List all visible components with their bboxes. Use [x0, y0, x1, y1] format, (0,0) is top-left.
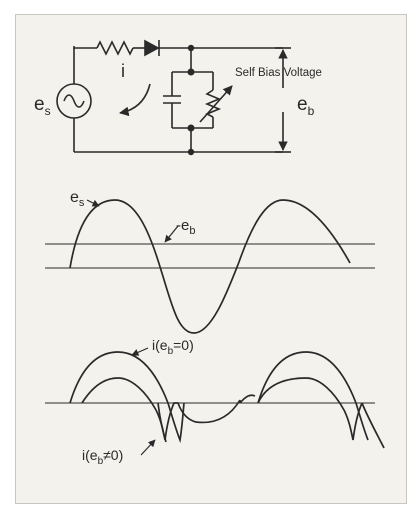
current-zero-bias-hump-1-dip — [157, 402, 167, 443]
source-sine-wave — [69, 199, 351, 334]
junction-dot-bottom-rail — [187, 124, 195, 132]
zero-bias-label-pointer — [131, 347, 149, 356]
junction-dot-top-rail — [187, 68, 195, 76]
ac-source-sine — [63, 94, 85, 108]
nonzero-bias-current-label: i(eb≠0) — [82, 447, 123, 467]
waveform-bias-label: -eb — [176, 217, 195, 237]
bias-voltage-label: eb — [297, 94, 315, 118]
series-resistor — [96, 40, 134, 56]
self-bias-label: Self Bias Voltage — [235, 67, 322, 79]
ac-source — [56, 83, 92, 119]
wire-top-left — [73, 46, 97, 49]
bias-label-pointer — [164, 225, 179, 243]
current-label: i — [121, 61, 125, 81]
junction-dot-bottom-wire — [187, 148, 195, 156]
current-loop-arrow — [119, 83, 151, 117]
current-waveform-panel — [45, 347, 385, 456]
source-label-pointer — [86, 199, 100, 207]
current-nonzero-bias-tail-1 — [167, 402, 185, 444]
current-zero-bias-hump-2 — [257, 351, 357, 404]
source-label: es — [34, 94, 51, 118]
current-zero-bias-hump-1 — [69, 351, 169, 404]
nonzero-bias-label-pointer — [140, 439, 156, 456]
current-nonzero-bias-tail-2 — [355, 402, 369, 441]
junction-dot-top-wire — [187, 44, 195, 52]
variable-resistor-arrow — [199, 85, 233, 123]
junction-dots — [187, 44, 195, 156]
source-waveform-panel — [45, 199, 375, 334]
diode — [144, 39, 160, 57]
circuit-schematic — [73, 39, 291, 153]
zero-bias-current-label: i(eb=0) — [152, 337, 194, 357]
current-nonzero-bias-wave — [81, 377, 385, 449]
waveform-source-label: es — [70, 189, 85, 209]
